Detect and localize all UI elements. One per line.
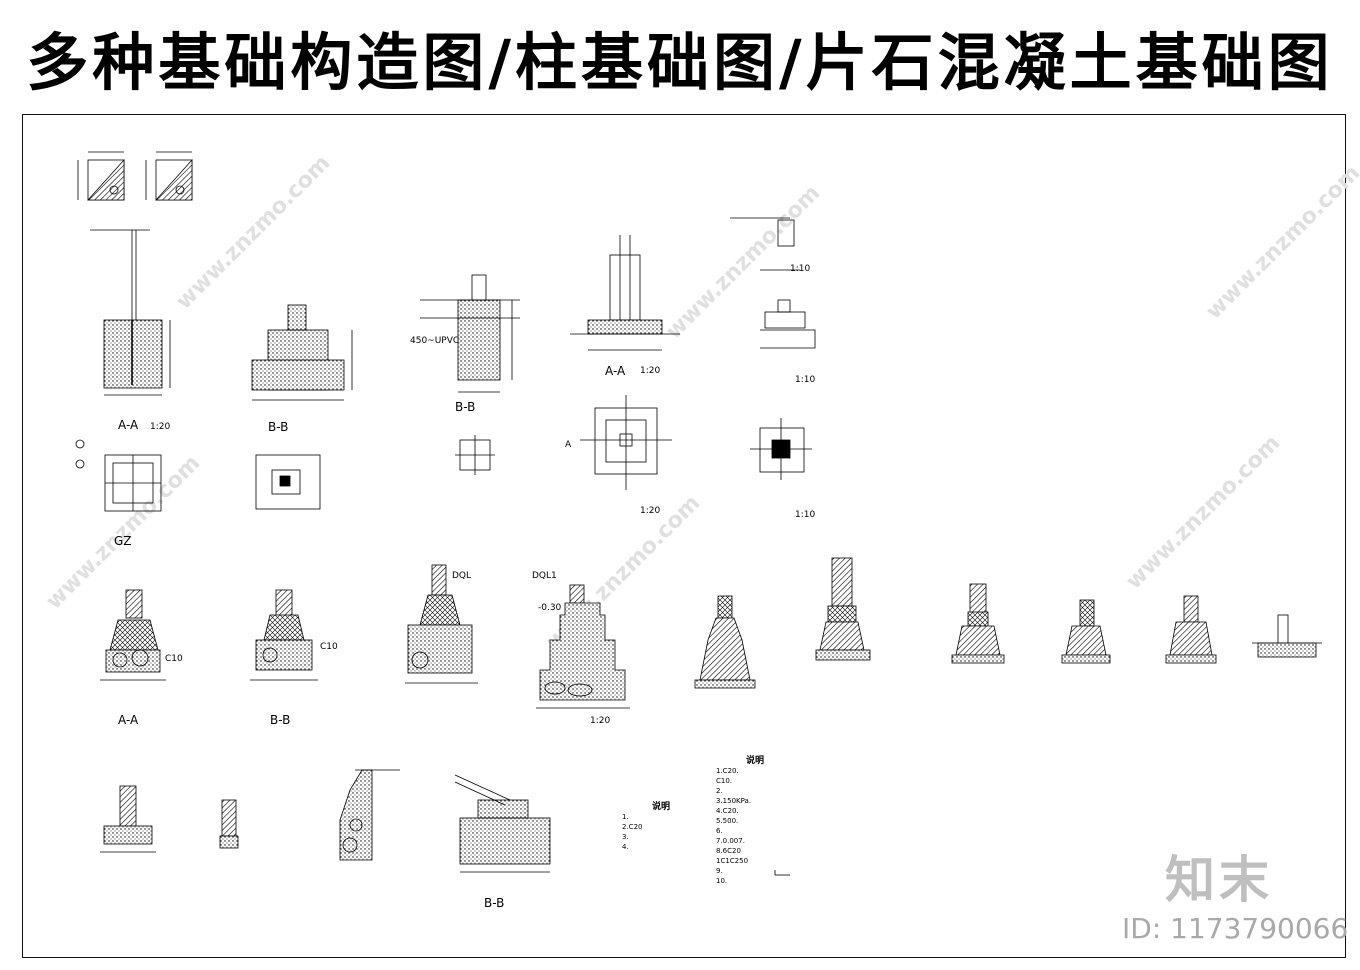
note-line: 4.C20.: [716, 807, 739, 815]
concrete-label: C10: [320, 642, 338, 652]
scale-text: 1:20: [640, 506, 661, 516]
notes-left: 说明 1. 2.C20 3. 4.: [622, 802, 670, 852]
scale-text: 1:10: [790, 264, 811, 274]
note-line: 6.: [716, 827, 723, 835]
notes-heading: 说明: [652, 802, 671, 812]
scale-text: 1:20: [150, 422, 171, 432]
scale-text: 1:10: [795, 375, 816, 385]
notes-heading: 说明: [746, 756, 765, 766]
section-label: B-B: [270, 713, 291, 727]
plan-4: [580, 395, 672, 490]
section-label: B-B: [455, 400, 476, 414]
note-line: 5.500.: [716, 817, 739, 825]
stepped-foundation-7: [951, 583, 1005, 664]
note-line: 9.: [716, 867, 723, 875]
beam-label: DQL1: [532, 571, 557, 581]
stepped-foundation-5: [694, 595, 756, 689]
scale-text: 1:20: [590, 716, 611, 726]
wall-base-1: [100, 785, 156, 853]
beam-label: DQL: [452, 571, 472, 581]
note-line: 7.0.007.: [716, 837, 745, 845]
triangle-detail-1: [77, 151, 125, 201]
foundation-b-section-1: [251, 304, 353, 401]
note-line: 4.: [622, 843, 629, 851]
note-line: 1.: [622, 813, 629, 821]
drawing-frame: [22, 114, 1346, 958]
section-label: A-A: [118, 418, 139, 432]
note-line: 3.150KPa.: [716, 797, 752, 805]
scale-text: 1:10: [795, 510, 816, 520]
note-line: 10.: [716, 877, 728, 885]
notes-right: 说明 1.C20. C10. 2. 3.150KPa. 4.C20. 5.500…: [716, 756, 764, 886]
brand-logo: 知末: [1165, 851, 1273, 909]
triangle-detail-2: [145, 151, 193, 201]
note-line: 2.C20: [622, 823, 643, 831]
wall-base-2: [219, 799, 239, 849]
note-line: 2.: [716, 787, 723, 795]
stepped-foundation-6: [815, 557, 871, 661]
scale-text: 1:20: [640, 366, 661, 376]
section-marker: A: [565, 440, 572, 450]
pole-foundation-section: [90, 229, 171, 396]
pipe-label: 450~UPVC: [410, 336, 460, 346]
section-label: B-B: [484, 896, 505, 910]
plan-2: [255, 454, 321, 510]
stepped-foundation-10: [1252, 614, 1322, 658]
note-line: 1C1C250: [716, 857, 749, 865]
note-line: 1.C20.: [716, 767, 739, 775]
note-line: 3.: [622, 833, 629, 841]
steel-detail: [730, 217, 816, 349]
elevation-label: -0.30: [538, 603, 562, 613]
page-title: 多种基础构造图/柱基础图/片石混凝土基础图: [26, 26, 1334, 99]
foundation-b-section-2: [420, 274, 520, 393]
note-line: 8.6C20: [716, 847, 741, 855]
stepped-foundation-4: [536, 584, 630, 709]
plan-gz: [75, 439, 162, 512]
image-id: ID: 1173790066: [1122, 912, 1349, 945]
plan-3: [455, 435, 495, 475]
note-line: C10.: [716, 777, 733, 785]
stepped-foundation-8: [1061, 599, 1111, 664]
section-label: A-A: [605, 364, 626, 378]
stepped-foundation-1: [100, 589, 166, 681]
stepped-foundation-2: [250, 589, 318, 681]
column-base-a-section: [570, 235, 680, 351]
concrete-label: C10: [165, 654, 183, 664]
notes-marker: [774, 870, 790, 876]
retaining-wall: [339, 769, 400, 861]
section-label: B-B: [268, 420, 289, 434]
stepped-foundation-3: [405, 564, 478, 684]
section-label: GZ: [114, 534, 132, 548]
foundation-b-section-3: [454, 774, 551, 873]
section-label: A-A: [118, 713, 139, 727]
plan-5: [750, 418, 812, 480]
stepped-foundation-9: [1165, 595, 1217, 664]
